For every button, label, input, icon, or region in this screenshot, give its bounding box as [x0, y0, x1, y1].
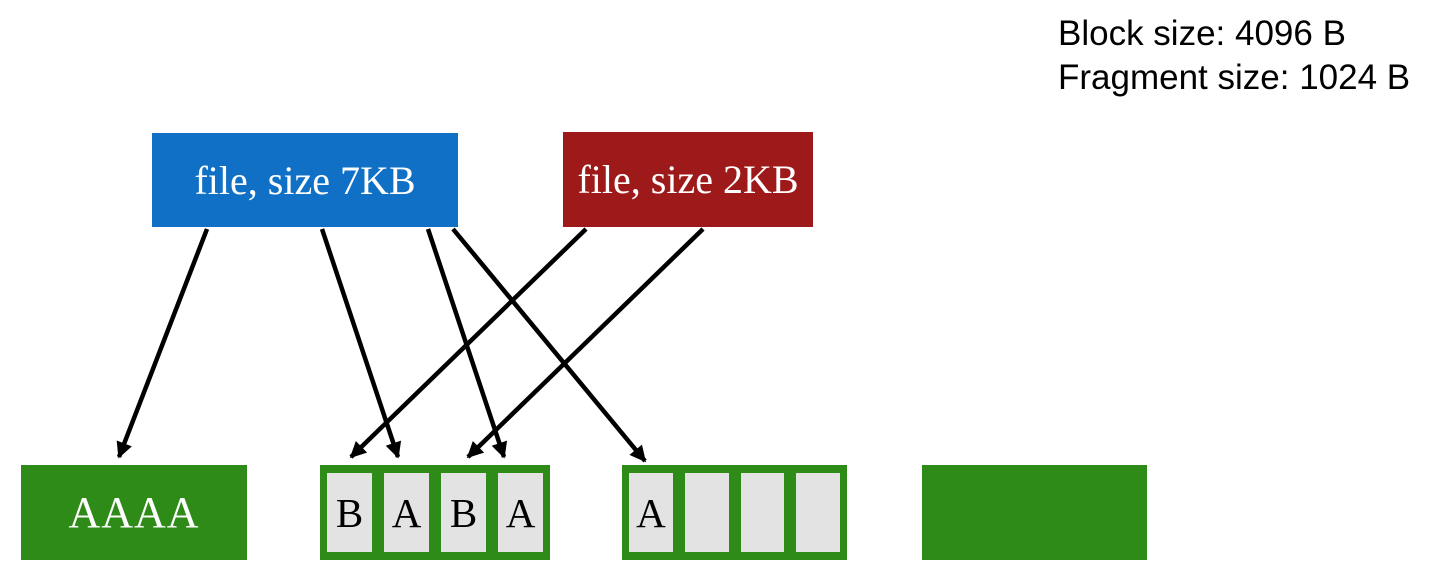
fragment-cell: B — [327, 473, 372, 552]
allocation-arrow-A-block-2-frag-2 — [319, 228, 402, 459]
fragment-cell: A — [384, 473, 429, 552]
fragment-label: A — [636, 489, 666, 536]
allocation-arrow-B-block-2-frag-1 — [349, 227, 588, 459]
disk-block-4 — [922, 465, 1147, 560]
disk-block-2: B A B A — [320, 465, 550, 560]
fragment-cell: A — [629, 473, 673, 552]
config-info: Block size: 4096 B Fragment size: 1024 B — [1058, 12, 1410, 100]
file-a-box: file, size 7KB — [152, 133, 458, 227]
allocation-arrow-A-block-3-frag-1 — [451, 227, 647, 463]
file-a-label: file, size 7KB — [194, 157, 416, 203]
file-b-label: file, size 2KB — [577, 157, 799, 202]
fragment-size-text: Fragment size: 1024 B — [1058, 58, 1411, 97]
fragment-label: B — [449, 489, 478, 536]
disk-block-1-label: AAAA — [68, 488, 200, 537]
fragment-cell: A — [498, 473, 543, 552]
arrow-lines — [116, 227, 705, 463]
fragment-cell — [684, 473, 729, 552]
fragment-cell — [796, 473, 840, 552]
block-size-text: Block size: 4096 B — [1058, 14, 1346, 53]
disk-block-3: A — [622, 465, 847, 560]
disk-block-1: AAAA — [21, 465, 247, 560]
fragment-cell: B — [441, 473, 486, 552]
allocation-arrow-A-block-2-frag-4 — [425, 228, 508, 459]
fragment-cell — [740, 473, 785, 552]
file-b-box: file, size 2KB — [563, 132, 813, 227]
fragment-label: B — [335, 489, 364, 536]
allocation-arrow-A-block-1 — [116, 228, 210, 459]
allocation-arrow-B-block-2-frag-3 — [466, 227, 705, 459]
fragment-label: A — [391, 489, 422, 536]
fragment-label: A — [505, 489, 536, 536]
